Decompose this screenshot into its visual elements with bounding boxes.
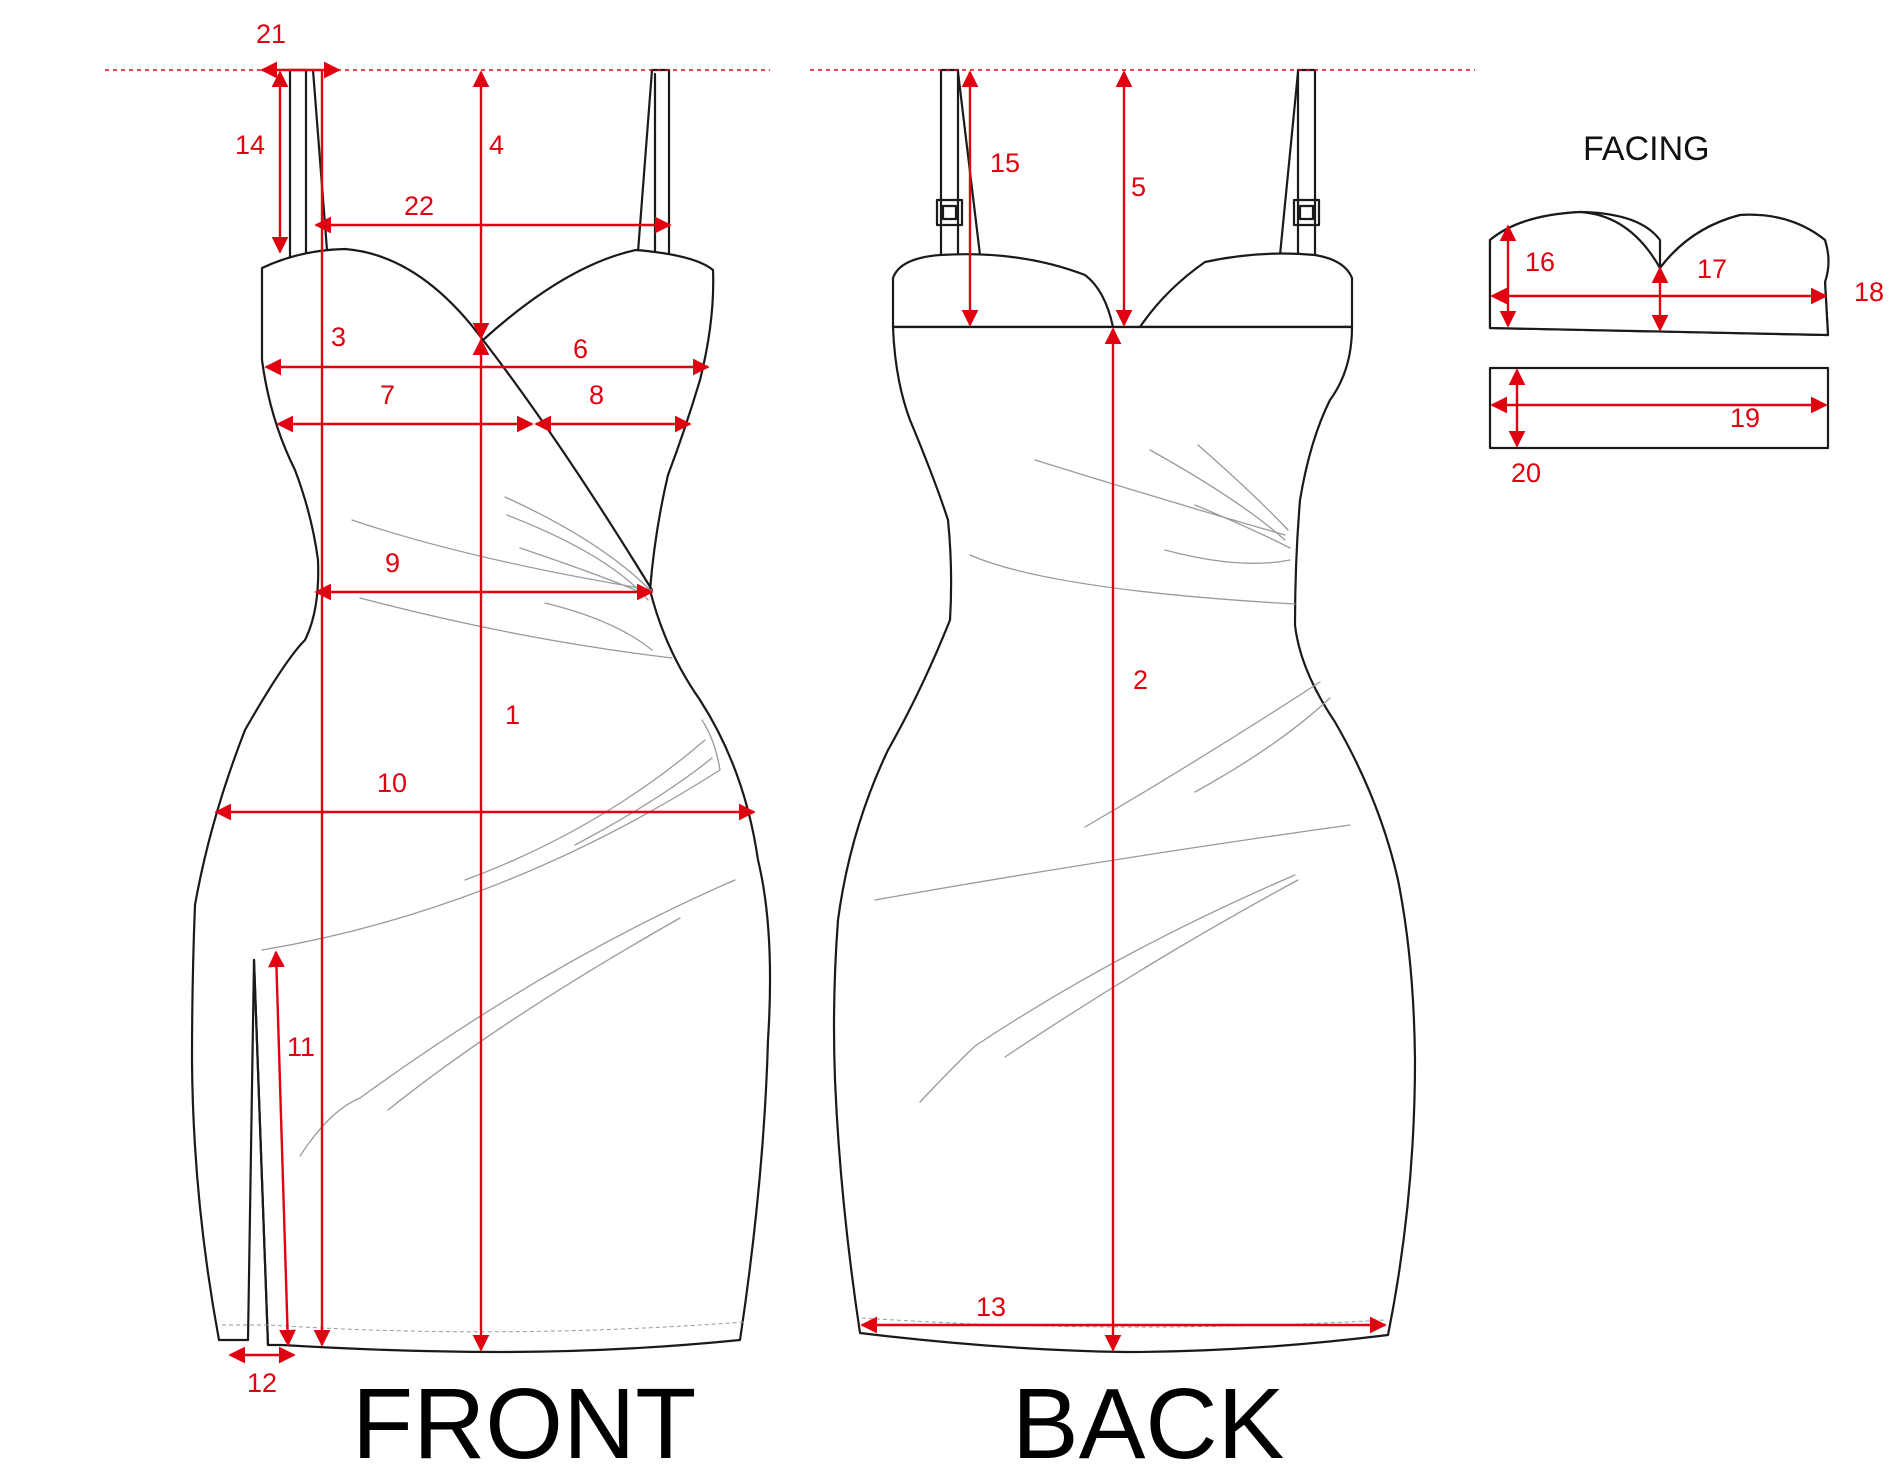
back-left-cup: [891, 253, 1115, 329]
label-5: 5: [1131, 172, 1146, 202]
back-drape-10: [919, 874, 1296, 1103]
front-drape-3: [504, 496, 651, 591]
label-3: 3: [331, 322, 346, 352]
label-16: 16: [1525, 247, 1555, 277]
front-drape-11: [387, 917, 681, 1111]
back-drape-2: [1149, 449, 1286, 541]
label-12: 12: [247, 1368, 277, 1398]
label-2: 2: [1133, 665, 1148, 695]
front-drape-1: [351, 519, 653, 591]
front-drape-10: [299, 879, 736, 1157]
label-18: 18: [1854, 277, 1884, 307]
front-hem-dashed: [222, 1321, 746, 1333]
back-drape-6: [969, 554, 1296, 605]
back-left-buckle-inner: [941, 204, 958, 221]
label-20: 20: [1511, 458, 1541, 488]
back-right-cup: [1138, 252, 1354, 329]
label-14: 14: [235, 130, 265, 160]
label-1: 1: [505, 700, 520, 730]
front-left-strap: [288, 68, 308, 260]
front-right-strap: [636, 68, 671, 260]
back-right-strap-tail: [1278, 70, 1300, 257]
back-view-label: BACK: [1012, 1368, 1284, 1473]
label-17: 17: [1697, 254, 1727, 284]
front-drape-7: [261, 719, 721, 951]
back-dress-outline: [832, 325, 1417, 1354]
back-right-buckle-inner: [1298, 204, 1315, 221]
label-19: 19: [1730, 403, 1760, 433]
label-9: 9: [385, 548, 400, 578]
back-garment: [832, 68, 1417, 1354]
label-22: 22: [404, 191, 434, 221]
front-drape-6: [544, 602, 653, 651]
front-left-strap-inner: [311, 68, 329, 252]
facing-lower-piece: [1488, 366, 1830, 450]
front-slit: [252, 958, 270, 1347]
back-drape-1: [1034, 459, 1286, 536]
front-drape-2: [359, 597, 673, 659]
label-10: 10: [377, 768, 407, 798]
measurement-arrows: [214, 61, 1828, 1364]
label-21: 21: [256, 19, 286, 49]
label-4: 4: [489, 130, 504, 160]
label-15: 15: [990, 148, 1020, 178]
label-13: 13: [976, 1292, 1006, 1322]
arrow-11: [268, 950, 296, 1347]
back-drape-3: [1197, 444, 1289, 531]
back-drape-8: [1194, 697, 1331, 793]
label-7: 7: [380, 380, 395, 410]
front-drape-9: [574, 757, 713, 846]
label-11: 11: [287, 1032, 315, 1062]
label-8: 8: [589, 380, 604, 410]
label-6: 6: [573, 334, 588, 364]
facing-view-label: FACING: [1583, 130, 1710, 168]
back-drape-5: [1164, 549, 1291, 564]
front-view-label: FRONT: [352, 1368, 696, 1473]
back-right-buckle: [1292, 198, 1321, 227]
back-drape-11: [1004, 879, 1299, 1058]
measurement-labels: 1 2 3 4 5 6 7 8 9 10 11 12 13 14 15 16 1…: [235, 19, 1884, 1398]
back-drape-4: [1194, 504, 1291, 549]
